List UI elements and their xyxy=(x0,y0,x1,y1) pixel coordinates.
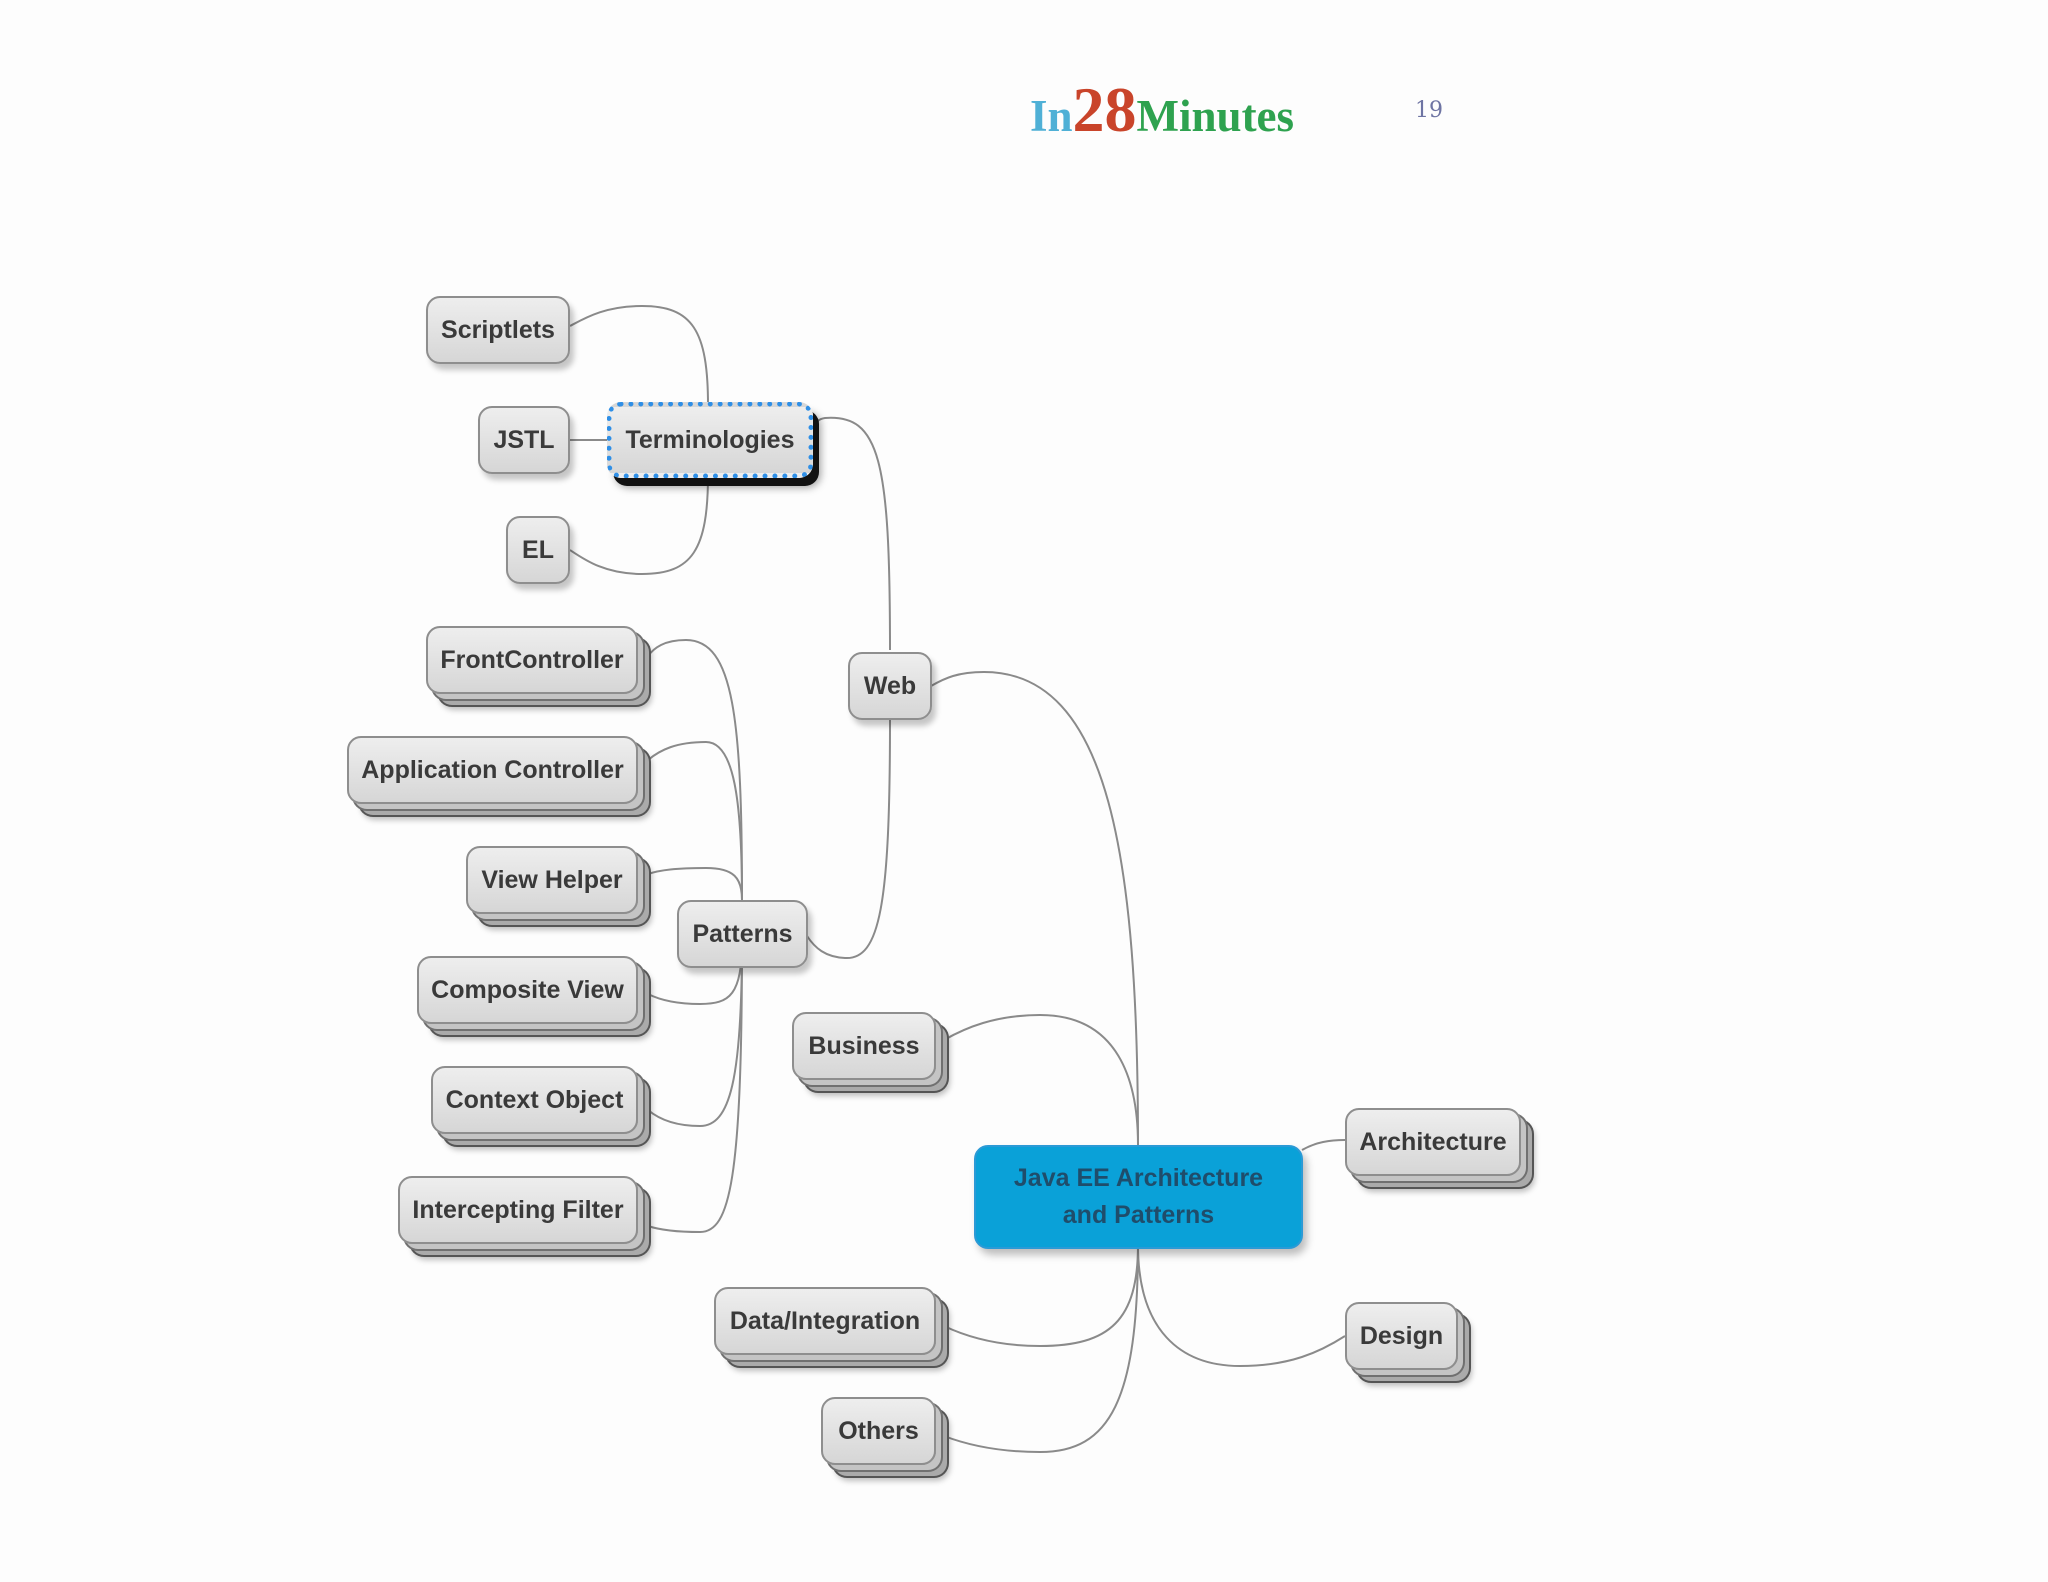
node-label: Scriptlets xyxy=(441,315,555,344)
logo-28: 28 xyxy=(1072,74,1137,145)
link-web-terminologies xyxy=(811,416,891,651)
node-design[interactable]: Design xyxy=(1345,1302,1458,1370)
logo-minutes: Minutes xyxy=(1136,91,1295,141)
node-label: Intercepting Filter xyxy=(412,1195,624,1224)
node-terminologies[interactable]: Terminologies xyxy=(607,402,813,478)
link-patterns-interceptingfilter xyxy=(647,939,743,1234)
node-label: Data/Integration xyxy=(729,1306,921,1335)
link-patterns-compositeview xyxy=(647,939,743,1006)
node-label: JSTL xyxy=(493,425,555,454)
node-scriptlets[interactable]: Scriptlets xyxy=(426,296,570,364)
link-terminologies-scriptlets xyxy=(569,304,709,406)
node-label: FrontController xyxy=(440,645,624,674)
page-number: 19 xyxy=(1415,98,1443,123)
node-jstl[interactable]: JSTL xyxy=(478,406,570,474)
node-web[interactable]: Web xyxy=(848,652,932,720)
node-others[interactable]: Others xyxy=(821,1397,936,1465)
node-label: Terminologies xyxy=(625,425,795,454)
link-patterns-viewhelper xyxy=(647,866,743,901)
node-label: Architecture xyxy=(1359,1127,1507,1156)
node-business[interactable]: Business xyxy=(792,1012,936,1080)
node-label: Composite View xyxy=(431,975,624,1004)
node-data-integration[interactable]: Data/Integration xyxy=(714,1287,936,1355)
node-patterns[interactable]: Patterns xyxy=(677,900,808,968)
in28minutes-logo: In28Minutes xyxy=(1030,78,1294,142)
link-patterns-appcontroller xyxy=(647,740,743,901)
node-intercepting-filter[interactable]: Intercepting Filter xyxy=(398,1176,638,1244)
link-root-architecture xyxy=(1301,1139,1346,1151)
link-patterns-contextobject xyxy=(647,939,743,1128)
node-root-java-ee[interactable]: Java EE Architecture and Patterns xyxy=(974,1145,1303,1249)
logo-in: In xyxy=(1030,91,1073,141)
node-label: Others xyxy=(838,1416,919,1445)
node-label: Patterns xyxy=(692,919,793,948)
node-label: Context Object xyxy=(445,1085,624,1114)
node-label: Application Controller xyxy=(361,755,624,784)
link-terminologies-el xyxy=(569,474,709,576)
root-label: Java EE Architecture and Patterns xyxy=(1013,1164,1264,1229)
link-root-business xyxy=(943,1013,1139,1146)
link-web-patterns xyxy=(806,719,891,960)
link-root-design xyxy=(1137,1244,1346,1368)
node-el[interactable]: EL xyxy=(506,516,570,584)
link-root-web xyxy=(930,670,1139,1146)
node-label: Web xyxy=(863,671,917,700)
link-patterns-frontcontroller xyxy=(647,638,743,901)
link-root-others xyxy=(943,1244,1139,1454)
node-application-controller[interactable]: Application Controller xyxy=(347,736,638,804)
node-front-controller[interactable]: FrontController xyxy=(426,626,638,694)
node-composite-view[interactable]: Composite View xyxy=(417,956,638,1024)
node-label: View Helper xyxy=(481,865,623,894)
node-architecture[interactable]: Architecture xyxy=(1345,1108,1521,1176)
node-label: EL xyxy=(522,535,554,564)
node-label: Business xyxy=(808,1031,920,1060)
node-context-object[interactable]: Context Object xyxy=(431,1066,638,1134)
node-label: Design xyxy=(1359,1321,1444,1350)
node-view-helper[interactable]: View Helper xyxy=(466,846,638,914)
link-root-data xyxy=(943,1244,1139,1348)
